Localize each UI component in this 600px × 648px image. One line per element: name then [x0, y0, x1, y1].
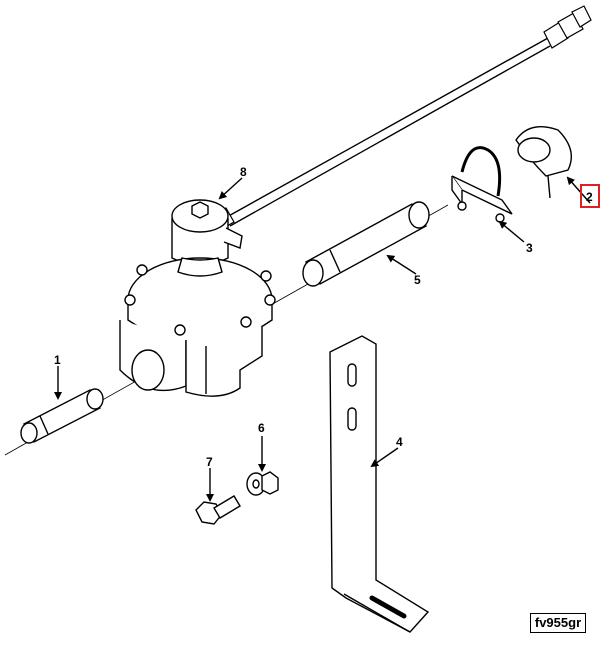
- wiring-harness: [211, 5, 592, 231]
- figure-id-label: fv955gr: [530, 613, 586, 633]
- valve-body: [119, 257, 276, 397]
- u-bolt-clamp: [451, 146, 513, 223]
- nipple-long: [302, 201, 430, 287]
- callout-leaders: [54, 176, 591, 502]
- bolt: [195, 495, 241, 525]
- callout-7: 7: [206, 455, 213, 469]
- callout-6: 6: [258, 421, 265, 435]
- nipple-left: [20, 388, 104, 444]
- callout-1: 1: [54, 353, 61, 367]
- callout-5: 5: [414, 273, 421, 287]
- callout-2: 2: [586, 190, 593, 204]
- callout-3: 3: [526, 241, 533, 255]
- callout-8: 8: [240, 165, 247, 179]
- elbow-fitting: [515, 126, 572, 199]
- nut-washer: [246, 471, 279, 496]
- solenoid-actuator: [171, 199, 243, 266]
- callout-2-highlight-box: [580, 184, 600, 208]
- mounting-bracket: [329, 335, 430, 633]
- callout-4: 4: [396, 435, 403, 449]
